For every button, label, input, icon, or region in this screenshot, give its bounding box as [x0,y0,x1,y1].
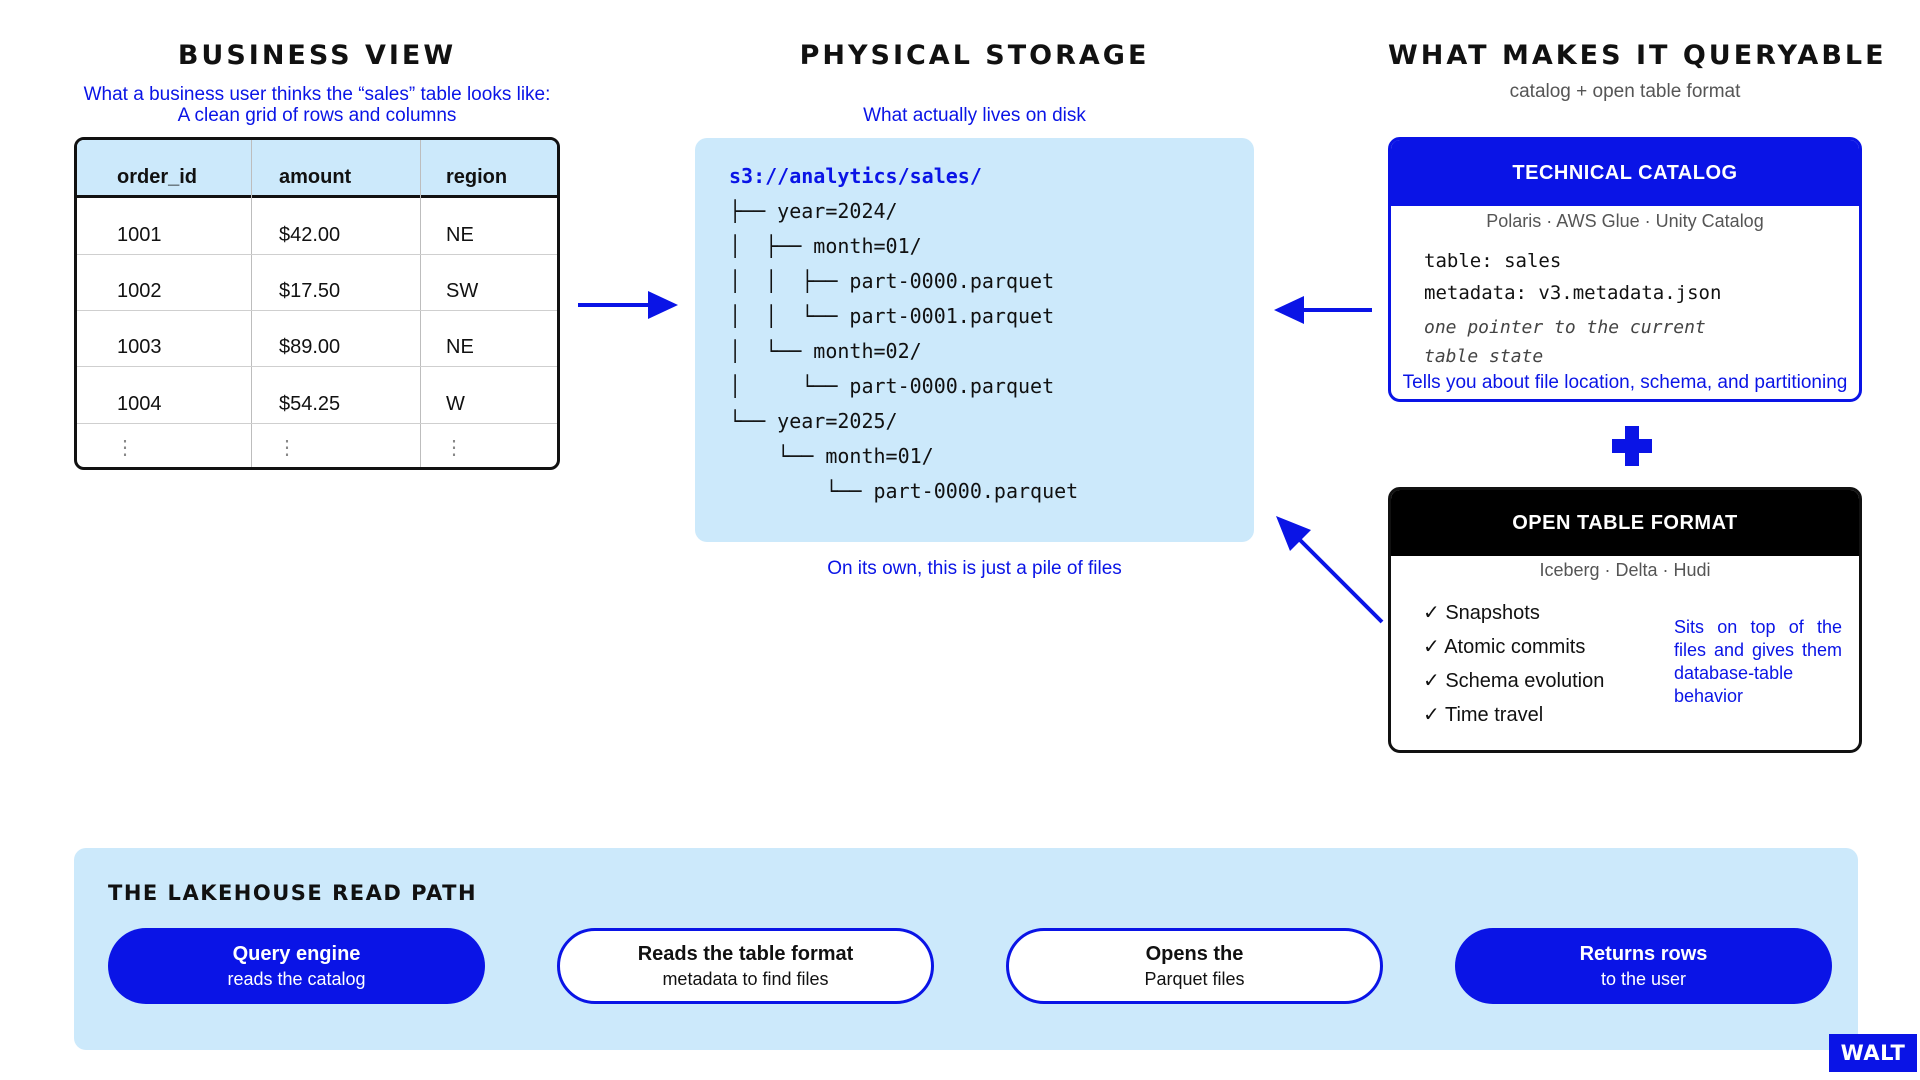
catalog-table-line: table: sales [1424,250,1562,272]
column-header-amount: amount [279,166,352,188]
business-view-title: BUSINESS VIEW [177,40,457,71]
check-icon: ✓ [1423,704,1440,726]
feature-item: ✓ Time travel [1423,704,1544,726]
tree-item: └── month=01/ [729,444,934,468]
feature-item: ✓ Schema evolution [1423,670,1605,692]
arrow-format-to-storage [1276,516,1384,624]
read-path-panel: THE LAKEHOUSE READ PATH Query engine rea… [74,848,1858,1050]
physical-storage-subtitle: What actually lives on disk [863,105,1086,126]
feature-item: ✓ Snapshots [1423,602,1540,624]
physical-storage-title: PHYSICAL STORAGE [799,40,1150,71]
column-header-region: region [446,166,508,188]
check-icon: ✓ [1423,602,1440,624]
catalog-comment-2: table state [1424,346,1544,367]
table-cell: NE [446,224,474,246]
table-cell: NE [446,336,474,358]
technical-catalog-box: TECHNICAL CATALOG Polaris · AWS Glue · U… [1388,137,1862,402]
business-view-subtitle-1: What a business user thinks the “sales” … [83,84,551,105]
queryable-title: WHAT MAKES IT QUERYABLE [1388,40,1887,71]
tree-item: └── part-0000.parquet [729,479,1079,503]
table-cell: $42.00 [279,224,341,246]
table-cell: $17.50 [279,280,341,302]
ellipsis: ⋮ [115,437,135,459]
format-products: Iceberg · Delta · Hudi [1539,560,1711,580]
check-icon: ✓ [1423,636,1440,658]
step-return-rows: Returns rows to the user [1455,928,1832,1004]
tree-item: │ │ └── part-0001.parquet [729,304,1055,328]
business-view-subtitle-2: A clean grid of rows and columns [177,105,457,126]
table-header [77,140,557,198]
table-cell: $54.25 [279,393,341,415]
tree-item: │ │ ├── part-0000.parquet [729,269,1055,293]
ellipsis: ⋮ [277,437,297,459]
table-cell: 1003 [117,336,162,358]
table-cell: W [446,393,465,415]
tree-item: │ └── part-0000.parquet [729,374,1055,398]
tree-item: └── year=2025/ [729,409,898,433]
brand-logo: WALT [1829,1034,1917,1072]
feature-item: ✓ Atomic commits [1423,636,1586,658]
storage-tree-box: s3://analytics/sales/ ├── year=2024/ │ ├… [695,138,1254,542]
arrow-catalog-to-storage [1274,296,1372,324]
check-icon: ✓ [1423,670,1440,692]
open-table-format-heading: OPEN TABLE FORMAT [1391,490,1859,556]
catalog-note: Tells you about file location, schema, a… [1402,372,1848,393]
queryable-subtitle: catalog + open table format [1509,81,1741,102]
storage-caption: On its own, this is just a pile of files [827,558,1122,579]
step-open-parquet: Opens the Parquet files [1006,928,1383,1004]
storage-root-path: s3://analytics/sales/ [729,164,982,188]
step-query-engine: Query engine reads the catalog [108,928,485,1004]
column-header-order-id: order_id [117,166,198,188]
read-path-title: THE LAKEHOUSE READ PATH [108,881,478,905]
tree-item: ├── year=2024/ [729,199,898,223]
plus-icon [1612,426,1652,466]
table-cell: 1004 [117,393,162,415]
format-note: Sits on top of the files and gives them … [1674,617,1842,706]
catalog-comment-1: one pointer to the current [1424,317,1706,338]
table-cell: 1002 [117,280,162,302]
catalog-products: Polaris · AWS Glue · Unity Catalog [1486,211,1764,231]
ellipsis: ⋮ [444,437,464,459]
table-cell: $89.00 [279,336,341,358]
business-table: order_id amount region 1001 $42.00 NE 10… [74,137,560,470]
catalog-metadata-line: metadata: v3.metadata.json [1424,282,1722,304]
technical-catalog-heading: TECHNICAL CATALOG [1391,140,1859,206]
open-table-format-box: OPEN TABLE FORMAT Iceberg · Delta · Hudi… [1388,487,1862,753]
tree-item: │ └── month=02/ [729,339,922,363]
arrow-table-to-storage [578,291,678,319]
tree-item: │ ├── month=01/ [729,234,922,258]
table-cell: 1001 [117,224,162,246]
step-read-table-format: Reads the table format metadata to find … [557,928,934,1004]
table-cell: SW [446,280,479,302]
